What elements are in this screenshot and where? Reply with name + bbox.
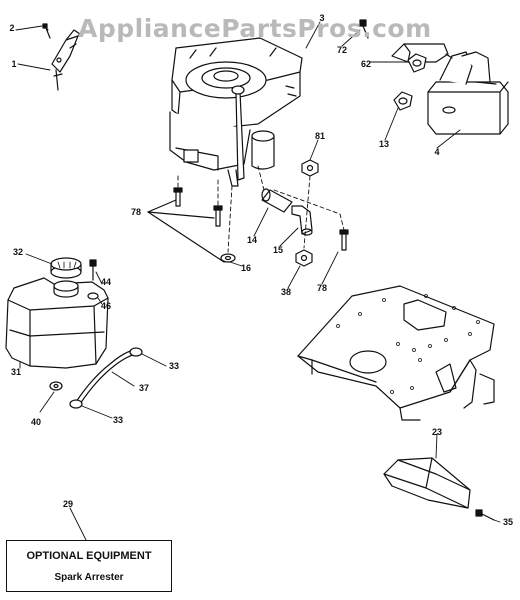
fuel-cap bbox=[50, 257, 82, 279]
fitting-14 bbox=[261, 188, 293, 213]
callout-3: 3 bbox=[319, 13, 325, 23]
optional-equipment-box: OPTIONAL EQUIPMENT Spark Arrester bbox=[6, 540, 172, 592]
callout-13: 13 bbox=[378, 139, 390, 149]
callout-16: 16 bbox=[240, 263, 252, 273]
callout-32: 32 bbox=[12, 247, 24, 257]
callout-81: 81 bbox=[314, 131, 326, 141]
bolt-78-mid bbox=[213, 205, 223, 227]
engine bbox=[169, 37, 303, 187]
washer-16 bbox=[220, 253, 236, 263]
callout-38: 38 bbox=[280, 287, 292, 297]
bolt-78-right bbox=[339, 229, 349, 251]
callout-35: 35 bbox=[502, 517, 514, 527]
muffler bbox=[427, 51, 509, 135]
leader-lines bbox=[15, 21, 501, 541]
fuel-line bbox=[75, 349, 137, 405]
callout-33-lower: 33 bbox=[112, 415, 124, 425]
grommet-40 bbox=[49, 381, 63, 391]
callout-46: 46 bbox=[100, 301, 112, 311]
washer-46 bbox=[87, 292, 99, 300]
gasket-62 bbox=[407, 53, 427, 73]
throttle-control bbox=[51, 29, 81, 91]
clamp-33-upper bbox=[129, 347, 143, 357]
optional-equipment-title: OPTIONAL EQUIPMENT bbox=[26, 550, 152, 562]
mounting-plate bbox=[297, 285, 495, 421]
exhaust-pipe bbox=[391, 43, 453, 63]
screw-72 bbox=[359, 19, 369, 39]
callout-2: 2 bbox=[9, 23, 15, 33]
callout-78-left: 78 bbox=[130, 207, 142, 217]
callout-15: 15 bbox=[272, 245, 284, 255]
callout-23: 23 bbox=[431, 427, 443, 437]
callout-14: 14 bbox=[246, 235, 258, 245]
callout-33-upper: 33 bbox=[168, 361, 180, 371]
watermark-text: AppliancePartsPros.com bbox=[78, 14, 432, 43]
nut-38 bbox=[295, 249, 313, 267]
callout-31: 31 bbox=[10, 367, 22, 377]
callout-1: 1 bbox=[11, 59, 17, 69]
alignment-lines bbox=[177, 165, 345, 253]
callout-29: 29 bbox=[62, 499, 74, 509]
nut-81 bbox=[301, 159, 319, 177]
bolt-78-left bbox=[173, 187, 183, 207]
screw-2 bbox=[42, 23, 51, 39]
callout-37: 37 bbox=[138, 383, 150, 393]
clamp-33-lower bbox=[69, 399, 83, 409]
callout-44: 44 bbox=[100, 277, 112, 287]
callout-40: 40 bbox=[30, 417, 42, 427]
callout-4: 4 bbox=[434, 147, 440, 157]
spark-arrester-label: Spark Arrester bbox=[54, 572, 124, 583]
heat-shield bbox=[383, 457, 471, 509]
gasket-13 bbox=[393, 91, 413, 111]
callout-62: 62 bbox=[360, 59, 372, 69]
callout-78-right: 78 bbox=[316, 283, 328, 293]
callout-72: 72 bbox=[336, 45, 348, 55]
screw-35 bbox=[475, 509, 495, 521]
fuel-tank bbox=[5, 277, 109, 369]
screw-44 bbox=[89, 259, 97, 281]
